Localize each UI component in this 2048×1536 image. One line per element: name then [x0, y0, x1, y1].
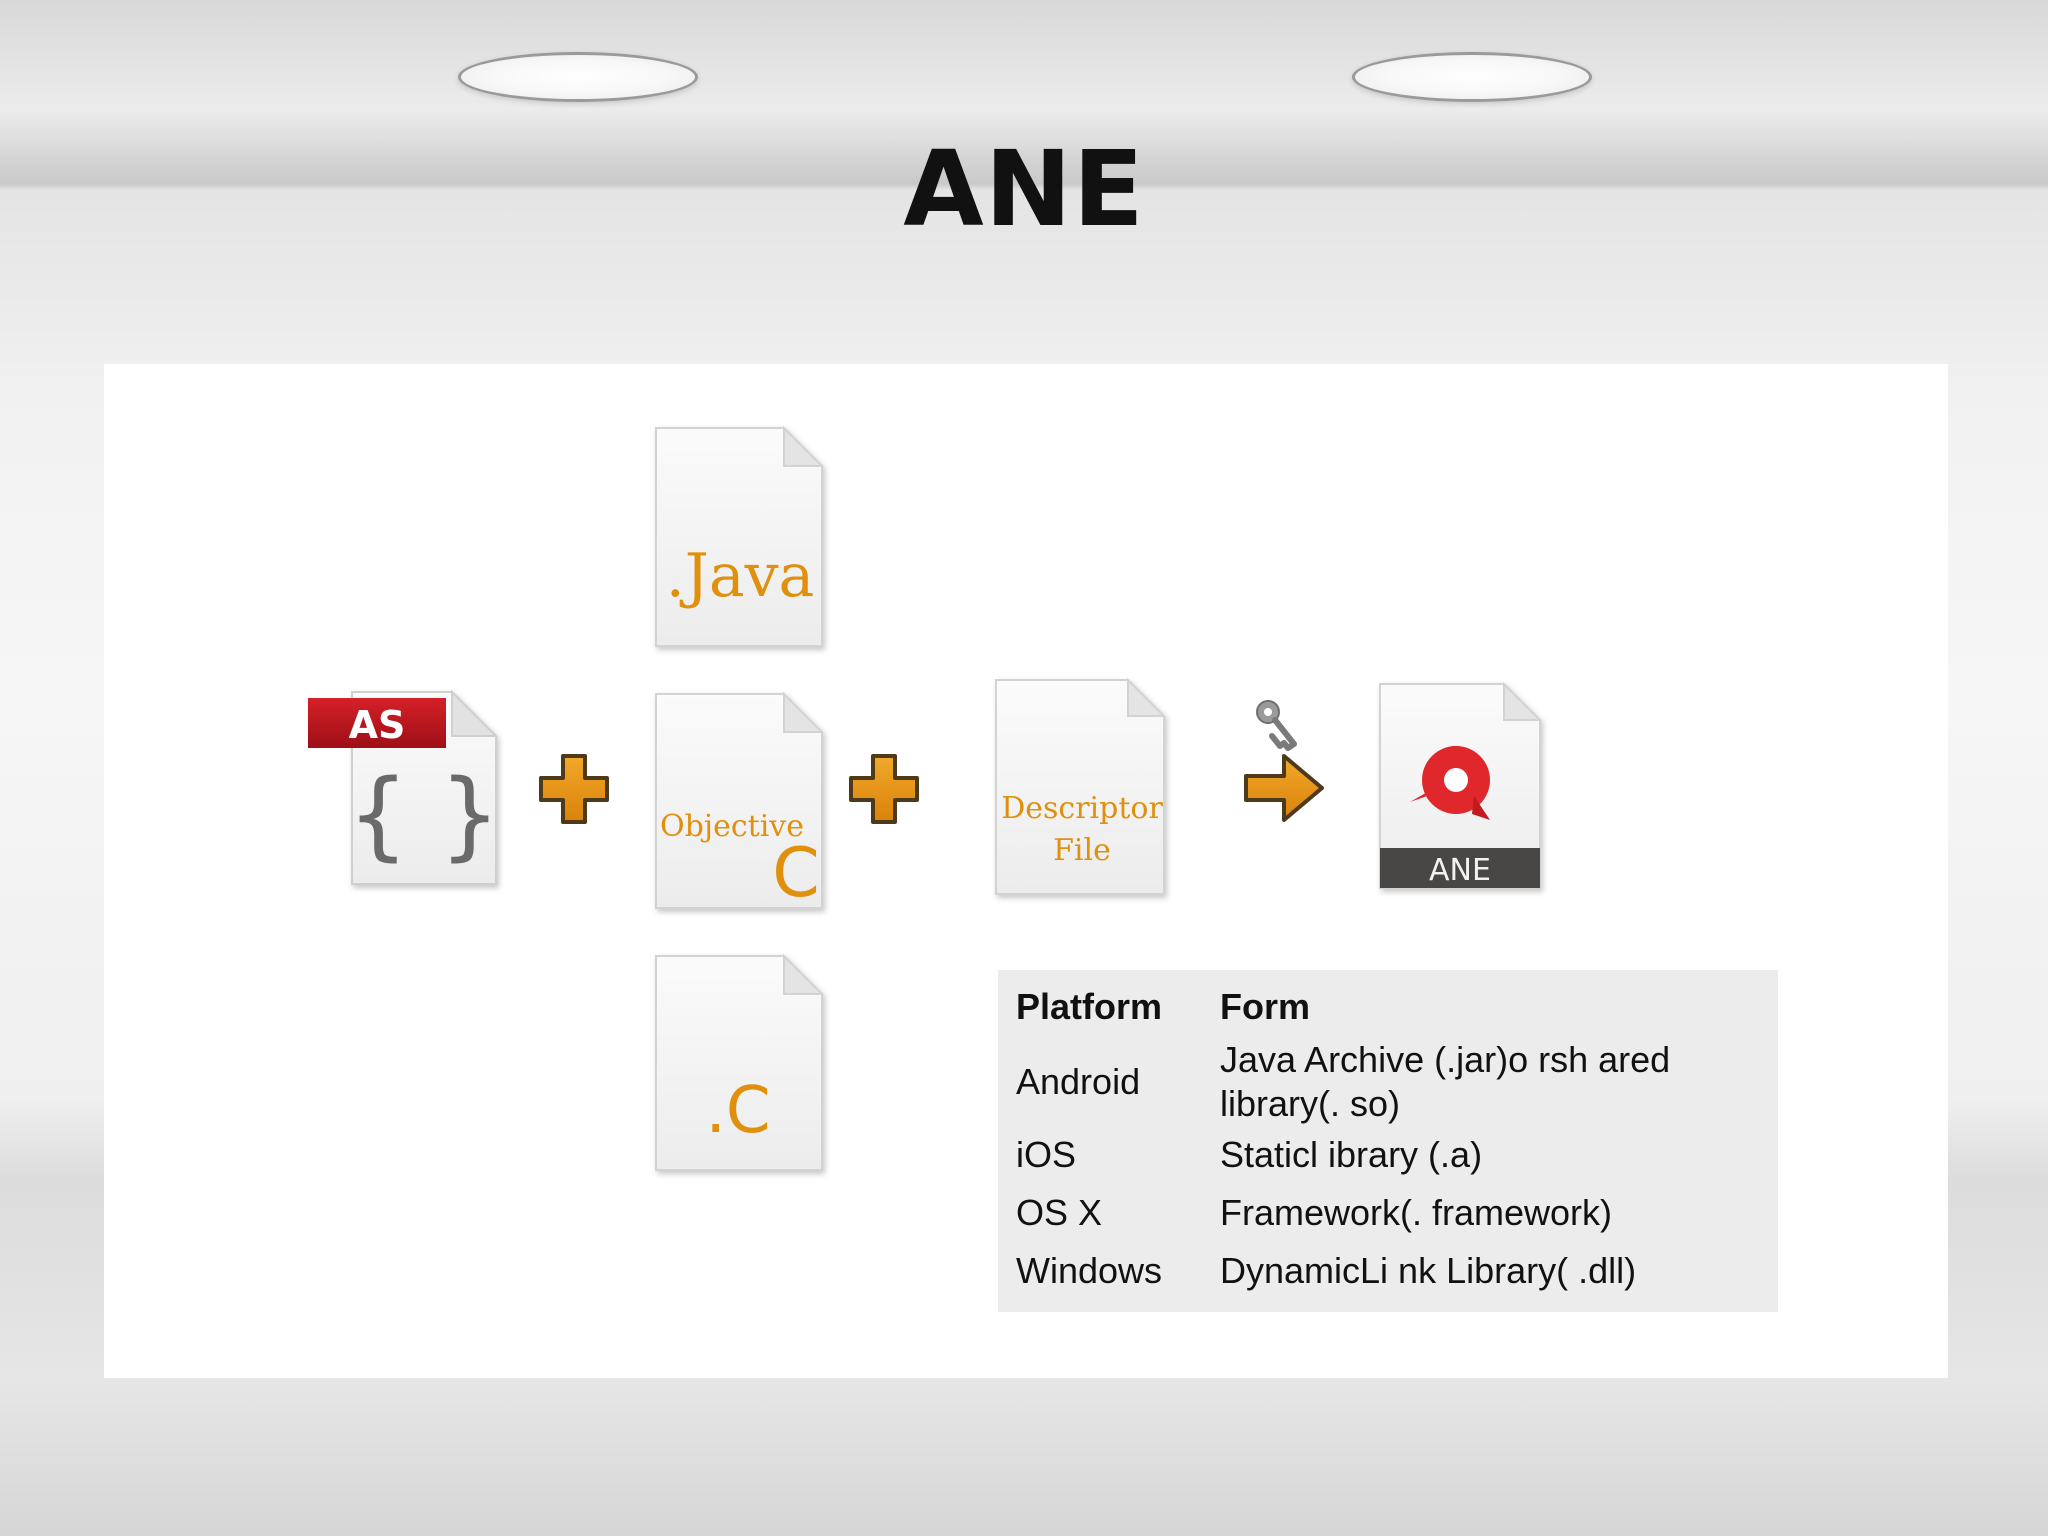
- arrow-right-icon: [1244, 754, 1324, 822]
- plus-icon: [849, 754, 919, 824]
- descriptor-label-line2: File: [1053, 833, 1111, 868]
- form-cell: DynamicLi nk Library( .dll): [1220, 1250, 1637, 1291]
- platform-cell: OS X: [1016, 1192, 1103, 1233]
- table-row: iOS Staticl ibrary (.a): [998, 1126, 1778, 1184]
- column-header-form: Form: [1220, 986, 1310, 1027]
- as-badge-label: AS: [349, 703, 406, 747]
- table-row: Android Java Archive (.jar)o rsh ared li…: [998, 1038, 1778, 1126]
- platform-cell: iOS: [1016, 1134, 1077, 1175]
- form-cell: Java Archive (.jar)o rsh ared library(. …: [1220, 1038, 1778, 1126]
- objective-c-file-icon: [655, 691, 825, 909]
- c-label: .C: [705, 1074, 770, 1148]
- form-cell: Framework(. framework): [1220, 1192, 1613, 1233]
- platform-cell: Android: [1016, 1061, 1141, 1102]
- platform-form-table: Platform Form Android Java Archive (.jar…: [998, 970, 1778, 1312]
- java-file-icon: [655, 425, 825, 647]
- platform-cell: Windows: [1016, 1250, 1163, 1291]
- slide-title: ANE: [903, 128, 1145, 250]
- c-file-icon: [655, 953, 825, 1171]
- table-header-row: Platform Form: [998, 970, 1778, 1038]
- form-line: Java Archive (.jar)o rsh ared: [1220, 1039, 1671, 1080]
- ceiling-light-left: [458, 52, 698, 102]
- ceiling-light-right: [1352, 52, 1592, 102]
- table-row: Windows DynamicLi nk Library( .dll): [998, 1242, 1778, 1300]
- form-line: library(. so): [1220, 1083, 1401, 1124]
- table-row: OS X Framework(. framework): [998, 1184, 1778, 1242]
- ane-banner-label: ANE: [1429, 853, 1491, 888]
- plus-icon: [539, 754, 609, 824]
- descriptor-label-line1: Descriptor: [1001, 791, 1163, 826]
- as-badge: [308, 698, 446, 748]
- java-label: .Java: [666, 541, 815, 611]
- ane-build-diagram: AS { } .Java Objective C .C: [308, 425, 1543, 1171]
- objective-c-label: Objective: [660, 809, 804, 844]
- descriptor-file-icon: [995, 677, 1167, 895]
- form-cell: Staticl ibrary (.a): [1220, 1134, 1483, 1175]
- air-logo-icon: [1410, 746, 1490, 820]
- column-header-platform: Platform: [1016, 986, 1163, 1027]
- objective-c-letter: C: [772, 834, 819, 913]
- braces-glyph: { }: [348, 759, 501, 871]
- key-icon: [1256, 700, 1297, 751]
